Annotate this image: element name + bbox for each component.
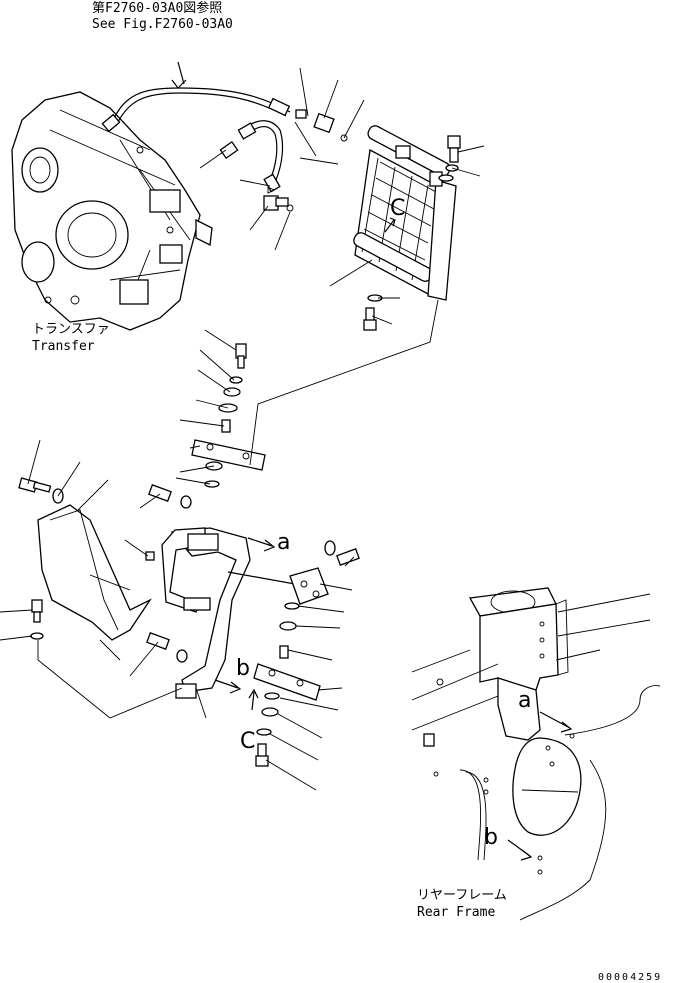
transfer-label-en: Transfer: [32, 339, 95, 354]
elbow-fitting: [219, 140, 294, 212]
callout-a-frame: a: [518, 688, 532, 713]
callout-c-cooler: C: [390, 196, 406, 221]
transfer-label-jp: トランスファ: [32, 322, 110, 337]
rear-frame: [411, 587, 661, 921]
callout-b-bracket: b: [236, 656, 250, 681]
cooler-bolts: [363, 135, 461, 331]
callout-a-bracket: a: [277, 530, 291, 555]
document-number: 00004259: [598, 972, 663, 983]
connector-fittings: [295, 109, 348, 142]
transfer-case: [11, 91, 213, 331]
mounting-bolt-stack: [191, 343, 266, 488]
oil-cooler: [353, 125, 457, 301]
rear-frame-label-en: Rear Frame: [417, 905, 496, 920]
callout-b-frame: b: [484, 825, 498, 850]
rear-frame-label-jp: リヤーフレーム: [417, 888, 507, 903]
right-bracket-parts: [248, 540, 360, 767]
support-bracket: [145, 484, 307, 699]
leader-lines: [0, 67, 485, 791]
reference-label-en: See Fig.F2760-03A0: [92, 17, 233, 32]
oil-cooler-hose: [101, 61, 291, 133]
reference-label-jp: 第F2760-03A0図参照: [92, 1, 223, 16]
left-bolts: [18, 477, 64, 640]
callout-c-plate: C: [240, 729, 256, 754]
guard-plate: [37, 504, 152, 641]
return-hose: [237, 120, 284, 193]
